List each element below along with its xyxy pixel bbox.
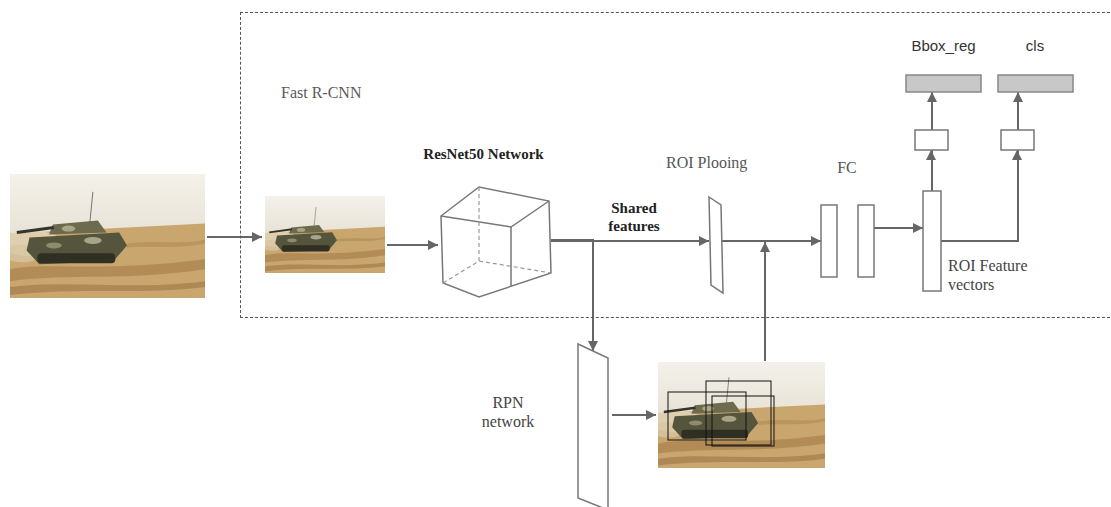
backbone-block: ResNet50 Network bbox=[411, 141, 558, 301]
connector-arrow bbox=[551, 240, 593, 351]
pooling-block: ROI Plooing bbox=[661, 151, 791, 297]
node-label: ROI Feature vectors bbox=[948, 256, 1048, 294]
input-photo-copy bbox=[259, 196, 385, 273]
node-label: Bbox_reg bbox=[901, 37, 986, 55]
node-label: FC bbox=[816, 158, 878, 177]
output-bar bbox=[996, 73, 1076, 95]
input-photo bbox=[0, 174, 205, 298]
output-block: Bbox_reg bbox=[901, 37, 988, 97]
proposal-boxes bbox=[668, 381, 774, 446]
output-bar bbox=[904, 73, 984, 95]
fc-block: FC bbox=[816, 156, 880, 281]
output-block: cls bbox=[994, 37, 1078, 97]
pooling-layer bbox=[705, 193, 727, 297]
node-label: ROI Plooing bbox=[666, 153, 786, 172]
edge-label: Shared features bbox=[597, 199, 671, 235]
backbone-prism bbox=[437, 183, 555, 301]
node-label: cls bbox=[994, 37, 1076, 55]
connector-arrow bbox=[874, 227, 923, 229]
connector-arrow bbox=[721, 240, 821, 242]
rpn-block: RPN network bbox=[465, 335, 615, 507]
rpn-layer bbox=[574, 338, 614, 507]
fc-layers bbox=[818, 203, 876, 279]
node-label: Fast R-CNN bbox=[281, 83, 411, 102]
network-region: Fast R-CNN ResNet50 Network ROI Plooing FC R… bbox=[240, 12, 1111, 318]
small-fc-boxes bbox=[915, 130, 1034, 160]
feature-vector-block: ROI Feature vectors bbox=[919, 186, 1069, 306]
proposal-photo bbox=[650, 362, 825, 468]
connector-arrow bbox=[941, 92, 1018, 241]
node-label: RPN network bbox=[468, 393, 548, 431]
feature-vector bbox=[920, 188, 944, 294]
node-label: ResNet50 Network bbox=[411, 145, 556, 163]
